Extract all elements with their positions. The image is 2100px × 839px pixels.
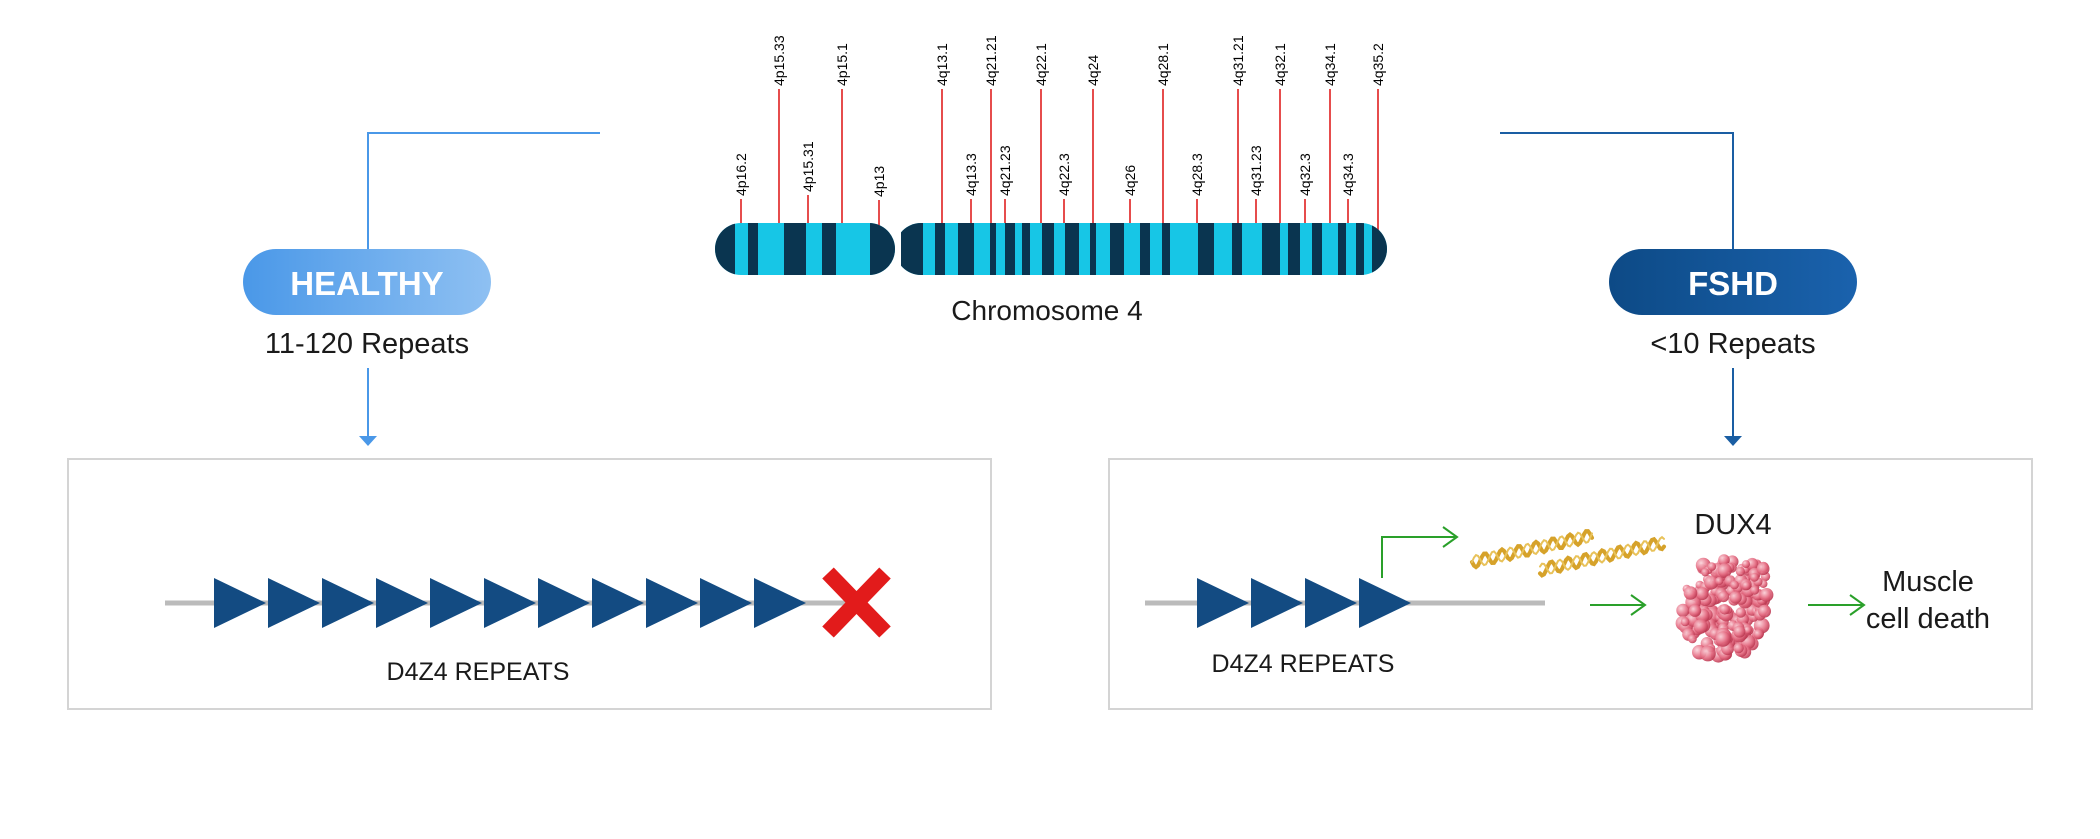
band-4q22-1: 4q22.1 [1033, 43, 1049, 240]
band-label: 4q24 [1085, 55, 1101, 86]
band-4q35-2: 4q35.2 [1370, 43, 1386, 240]
band-label: 4q35.2 [1370, 43, 1386, 86]
d4z4-repeat-triangle [322, 578, 374, 628]
dux4-protein-icon [1675, 554, 1774, 663]
band-label: 4q32.3 [1297, 153, 1313, 196]
band-label: 4p13 [871, 166, 887, 197]
band-label: 4q22.1 [1033, 43, 1049, 86]
band-label: 4q21.21 [983, 35, 999, 86]
band-4p15-33: 4p15.33 [771, 35, 787, 240]
outcome-line-1: Muscle [1882, 566, 1974, 598]
d4z4-repeat-triangle [646, 578, 698, 628]
dux4-label: DUX4 [1694, 509, 1771, 541]
band-label: 4q26 [1122, 165, 1138, 196]
d4z4-repeat-triangle [754, 578, 806, 628]
d4z4-repeat-triangle [214, 578, 266, 628]
band-4q34-1: 4q34.1 [1322, 43, 1338, 240]
healthy-d4z4-repeats [214, 578, 806, 628]
fshd-badge-label: FSHD [1688, 265, 1778, 302]
band-4q32-1: 4q32.1 [1272, 43, 1288, 240]
healthy-badge: HEALTHY [243, 249, 491, 315]
band-4p15-1: 4p15.1 [834, 43, 850, 240]
healthy-panel: D4Z4 REPEATS [67, 458, 992, 710]
fshd-d4z4-repeats [1197, 578, 1411, 628]
d4z4-repeat-triangle [430, 578, 482, 628]
healthy-repeats-label: 11-120 Repeats [265, 328, 469, 360]
band-label: 4q13.1 [934, 43, 950, 86]
p-arm [715, 223, 895, 275]
band-label: 4q21.23 [997, 145, 1013, 196]
d4z4-repeat-triangle [1359, 578, 1411, 628]
d4z4-repeat-triangle [376, 578, 428, 628]
d4z4-repeat-triangle [700, 578, 752, 628]
band-label: 4q22.3 [1056, 153, 1072, 196]
translation-arrow-icon [1590, 594, 1647, 616]
band-4q21-21: 4q21.21 [983, 35, 999, 240]
outcome-line-2: cell death [1866, 603, 1990, 635]
fshd-connector [1500, 132, 1742, 446]
d4z4-repeat-triangle [1197, 578, 1249, 628]
fshd-d4z4-caption: D4Z4 REPEATS [1212, 650, 1395, 678]
centromere [895, 222, 901, 276]
fshd-arrow-head [1724, 436, 1742, 446]
band-4q24: 4q24 [1085, 55, 1101, 240]
band-4q31-21: 4q31.21 [1230, 35, 1246, 240]
d4z4-repeat-triangle [1251, 578, 1303, 628]
fshd-badge: FSHD [1609, 249, 1857, 315]
band-label: 4q28.3 [1189, 153, 1205, 196]
d4z4-repeat-triangle [484, 578, 536, 628]
rna-transcript-icon [1470, 529, 1666, 578]
healthy-badge-label: HEALTHY [290, 265, 443, 302]
healthy-connector [359, 132, 600, 446]
healthy-d4z4-caption: D4Z4 REPEATS [387, 658, 570, 686]
band-label: 4q13.3 [963, 153, 979, 196]
transcription-arrow-icon [1381, 526, 1459, 578]
q-arm [895, 223, 1387, 275]
d4z4-repeat-triangle [538, 578, 590, 628]
d4z4-repeat-triangle [1305, 578, 1357, 628]
band-label: 4q31.21 [1230, 35, 1246, 86]
chromosome-4: 4p16.2 4p15.33 4p15.31 4p15.1 4p13 4q13.1 4q13… [715, 35, 1387, 326]
fshd-repeats-label: <10 Repeats [1650, 328, 1815, 360]
outcome-arrow-icon [1808, 594, 1866, 616]
band-label: 4q34.1 [1322, 43, 1338, 86]
cross-icon [822, 567, 891, 638]
fshd-panel: D4Z4 REPEATS DUX4 Muscle cell death [1108, 458, 2033, 710]
d4z4-repeat-triangle [268, 578, 320, 628]
band-4q13-1: 4q13.1 [934, 43, 950, 240]
d4z4-repeat-triangle [592, 578, 644, 628]
band-label: 4p15.33 [771, 35, 787, 86]
band-label: 4q34.3 [1340, 153, 1356, 196]
band-label: 4p15.1 [834, 43, 850, 86]
band-4q28-1: 4q28.1 [1155, 43, 1171, 240]
band-label: 4q31.23 [1248, 145, 1264, 196]
band-label: 4p15.31 [800, 141, 816, 192]
band-label: 4q32.1 [1272, 43, 1288, 86]
chromosome-label: Chromosome 4 [951, 295, 1142, 326]
band-label: 4q28.1 [1155, 43, 1171, 86]
band-label-lines: 4p16.2 4p15.33 4p15.31 4p15.1 4p13 4q13.1 4q13… [733, 35, 1386, 240]
band-label: 4p16.2 [733, 153, 749, 196]
healthy-arrow-head [359, 436, 377, 446]
